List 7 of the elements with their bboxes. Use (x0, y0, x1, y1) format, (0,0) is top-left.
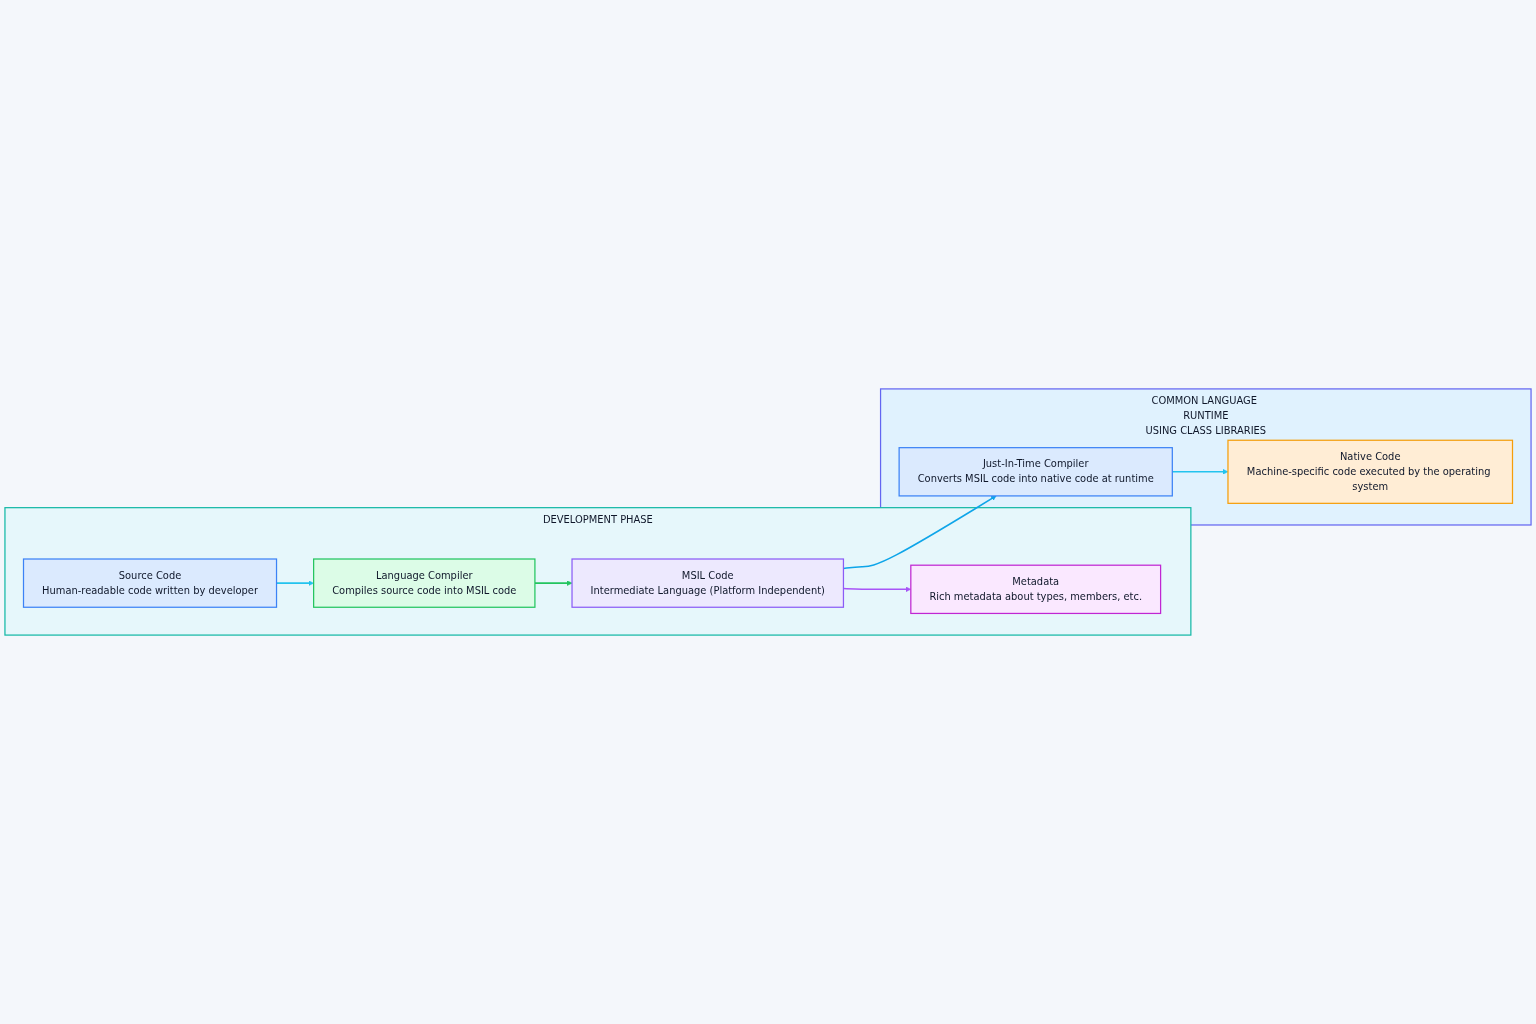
arrow (534, 580, 573, 586)
node-box: Native Code Machine-specific code executed by the operating system (1227, 439, 1514, 504)
node-box: MSIL Code Intermediate Language (Platform Independent) (571, 558, 845, 608)
node-box: Metadata Rich metadata about types, members, etc. (910, 564, 1162, 615)
node-box: Just-In-Time Compiler Converts MSIL code into native code at runtime (898, 447, 1173, 497)
node-box: Source Code Human-readable code written by developer (22, 558, 278, 608)
node-box: Language Compiler Compiles source code into MSIL code (313, 558, 536, 608)
